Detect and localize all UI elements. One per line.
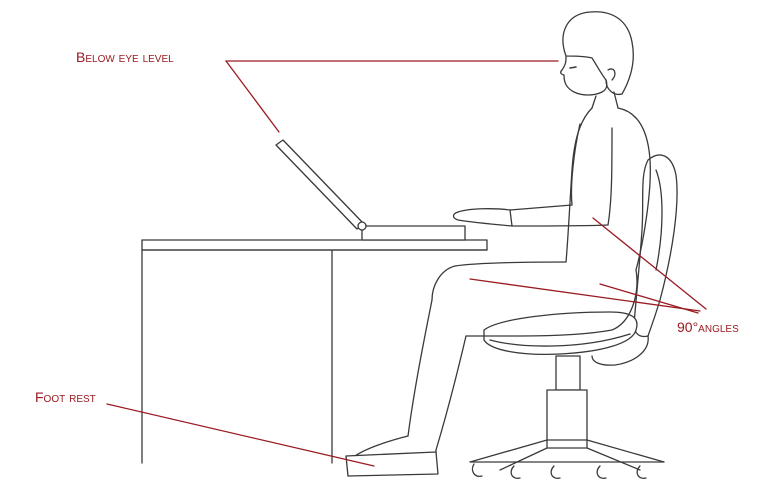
desk xyxy=(142,240,487,463)
label-below-eye-level: Below eye level xyxy=(76,50,174,64)
label-foot-rest: Foot rest xyxy=(35,390,96,404)
callout-lines xyxy=(107,61,706,466)
foot-rest xyxy=(346,452,438,476)
angle-word: angles xyxy=(698,319,739,335)
label-90-degree-angles: 90°angles xyxy=(677,320,739,334)
angle-number: 90° xyxy=(677,319,698,335)
laptop xyxy=(276,140,465,240)
office-chair xyxy=(470,155,677,478)
